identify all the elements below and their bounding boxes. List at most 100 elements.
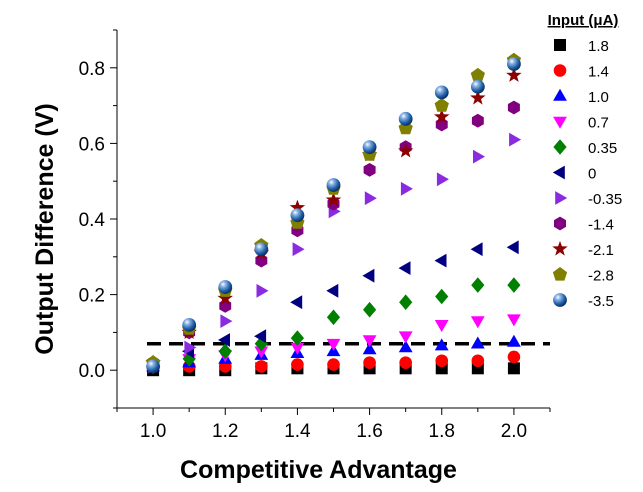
data-point — [507, 314, 521, 327]
data-point — [398, 111, 413, 126]
data-point — [471, 113, 484, 128]
data-point — [363, 356, 376, 369]
data-point — [507, 277, 521, 293]
legend-label: -3.5 — [588, 293, 614, 310]
data-point — [507, 100, 520, 115]
data-point — [362, 268, 375, 283]
legend-label: -2.1 — [588, 242, 614, 259]
x-tick-label: 1.2 — [212, 421, 238, 442]
data-point — [400, 181, 413, 196]
legend-marker — [553, 64, 567, 77]
data-point — [218, 333, 230, 347]
data-point — [434, 85, 449, 100]
data-point — [325, 192, 342, 207]
data-point — [146, 359, 160, 374]
data-point — [327, 358, 340, 371]
data-point — [220, 314, 233, 328]
data-point — [326, 338, 341, 351]
legend-label: 0 — [588, 166, 596, 183]
data-point — [292, 242, 305, 257]
legend-title: Input (μA) — [548, 12, 619, 29]
data-point — [507, 57, 521, 71]
legend-label: -2.8 — [588, 268, 614, 285]
data-point — [326, 283, 339, 298]
data-point — [218, 280, 233, 294]
y-tick-label: 0.2 — [79, 286, 105, 307]
x-tick-label: 2.0 — [501, 421, 527, 442]
data-point — [254, 335, 268, 352]
data-point — [434, 338, 449, 351]
data-point — [434, 98, 449, 112]
data-point — [473, 149, 485, 164]
legend-marker — [554, 216, 566, 231]
data-point — [434, 320, 449, 332]
legend-marker — [554, 39, 566, 51]
data-point — [470, 316, 485, 329]
data-point — [436, 172, 449, 187]
legend-label: -0.35 — [588, 191, 622, 208]
y-tick-label: 0.4 — [79, 210, 106, 231]
legend-marker — [552, 267, 568, 281]
data-point — [290, 295, 303, 310]
legend-label: 0.35 — [588, 140, 617, 157]
y-tick-label: 0.6 — [79, 134, 105, 155]
legend-marker — [555, 191, 568, 205]
data-point — [364, 191, 377, 206]
data-point — [182, 317, 197, 332]
data-point — [471, 354, 485, 368]
legend-label: 1.4 — [588, 64, 609, 81]
data-point — [217, 290, 233, 305]
data-point — [398, 340, 413, 353]
data-point — [434, 108, 450, 124]
data-point — [506, 240, 519, 255]
data-point — [362, 342, 377, 355]
data-point — [470, 79, 485, 94]
data-point — [434, 253, 447, 268]
data-point — [470, 242, 483, 257]
data-point — [326, 178, 341, 192]
legend-marker — [553, 139, 567, 155]
data-point — [218, 343, 232, 360]
y-tick-label: 0.0 — [79, 361, 105, 382]
data-point — [326, 309, 341, 326]
data-point — [363, 301, 377, 318]
x-tick-label: 1.4 — [284, 421, 311, 442]
data-point — [254, 346, 269, 359]
data-point — [398, 331, 413, 344]
data-point — [290, 208, 305, 223]
x-tick-label: 1.8 — [429, 421, 455, 442]
x-axis-title: Competitive Advantage — [180, 456, 457, 484]
data-point — [506, 67, 522, 82]
legend-label: 0.7 — [588, 115, 609, 132]
legend-label: -1.4 — [588, 217, 614, 234]
axes: 1.0 1.2 1.4 1.6 1.8 2.0 0.0 0.2 0.4 0.6 0.8 — [79, 29, 551, 442]
data-point — [184, 340, 197, 355]
legend-marker — [552, 165, 565, 180]
data-point — [471, 277, 485, 293]
data-point — [398, 142, 414, 158]
data-point — [362, 140, 377, 155]
legend-label: 1.8 — [588, 38, 609, 55]
data-point — [435, 354, 449, 368]
y-tick-label: 0.8 — [79, 59, 105, 80]
data-point — [507, 362, 520, 375]
data-point — [507, 334, 521, 347]
data-point — [290, 342, 305, 355]
data-point — [255, 360, 268, 373]
legend-marker — [553, 293, 567, 307]
data-point — [291, 358, 304, 371]
data-point — [507, 350, 521, 364]
legend-label: 1.0 — [588, 89, 609, 106]
data-point — [399, 356, 412, 369]
legend-marker — [553, 88, 567, 101]
data-point — [254, 329, 267, 344]
data-point — [254, 242, 269, 257]
data-point — [362, 335, 377, 348]
x-tick-label: 1.0 — [140, 421, 166, 442]
data-point — [435, 288, 449, 305]
legend: 1.8 1.4 1.0 0.7 0.35 0 -0.35 -1.4 -2.1 -2.8 -3.5 — [552, 38, 622, 310]
data-point — [509, 132, 522, 147]
legend-marker — [553, 116, 567, 129]
x-tick-label: 1.6 — [356, 421, 382, 442]
